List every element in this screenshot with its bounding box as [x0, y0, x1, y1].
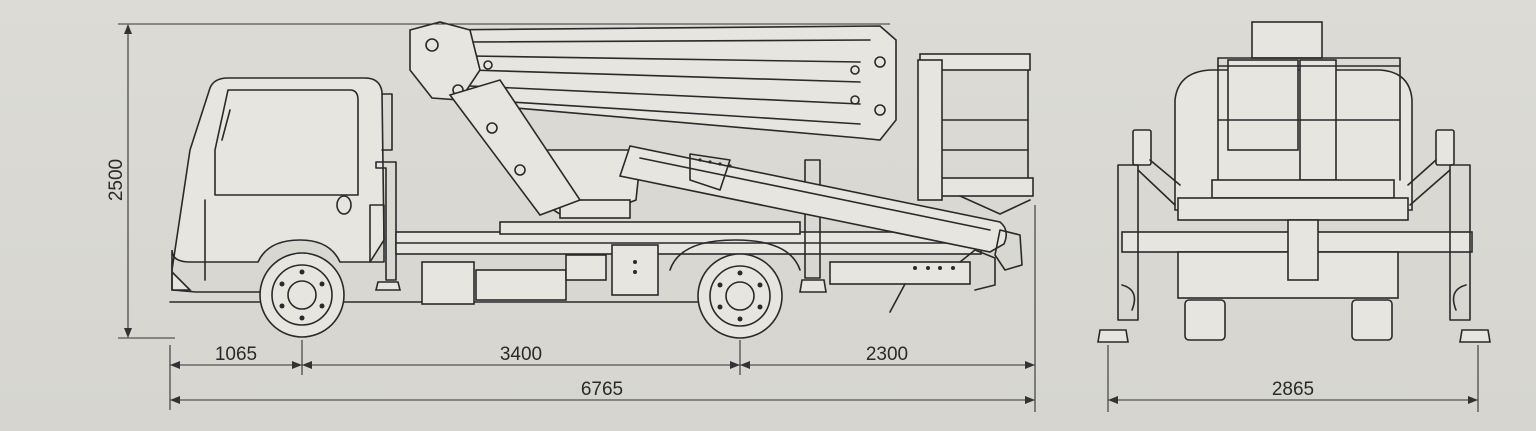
- overall-length-label: 6765: [581, 379, 623, 400]
- side-view-truck: [169, 21, 1034, 339]
- wheelbase-label: 3400: [500, 344, 542, 365]
- lower-boom: [618, 145, 1008, 253]
- rear-overhang-label: 2300: [866, 344, 908, 365]
- platform-basket: [917, 53, 1034, 215]
- rear-view-truck: [1097, 21, 1491, 343]
- height-dimension-label: 2500: [106, 159, 127, 201]
- front-wheel: [259, 252, 345, 338]
- cab: [171, 77, 385, 291]
- rear-wheel: [697, 253, 783, 339]
- front-overhang-label: 1065: [215, 344, 257, 365]
- dimension-lines: [118, 23, 1479, 412]
- outrigger-width-label: 2865: [1272, 379, 1314, 400]
